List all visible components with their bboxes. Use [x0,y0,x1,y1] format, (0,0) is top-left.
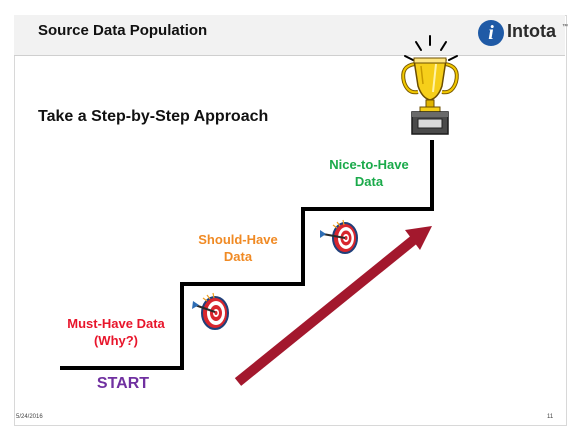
step-label-line: Must-Have Data [67,316,165,331]
step-label-should-have: Should-Have Data [182,231,294,265]
trophy-icon [401,35,459,135]
footer-page-number: 11 [547,414,554,420]
step-label-line: Nice-to-Have [329,157,409,172]
slide-subtitle: Take a Step-by-Step Approach [38,108,269,125]
start-label: START [96,375,150,392]
step-label-line: (Why?) [93,333,139,348]
slide-title: Source Data Population [38,22,208,39]
step-label-line: Data [223,249,253,264]
step-label-must-have: Must-Have Data (Why?) [52,315,180,349]
trademark-mark: ™ [562,24,568,30]
footer-date: 5/24/2016 [16,414,43,420]
step-label-nice-to-have: Nice-to-Have Data [316,156,422,190]
slide-frame [14,15,567,426]
dart-target-icon [192,292,229,330]
up-arrow-icon [234,226,432,386]
staircase-line [60,140,434,370]
slide-header [14,15,565,56]
intota-logo-text: Intota [507,21,556,41]
step-label-line: Data [354,174,384,189]
dart-target-icon [320,219,358,254]
step-label-line: Should-Have [198,232,278,247]
intota-logo-icon: i [478,20,504,46]
